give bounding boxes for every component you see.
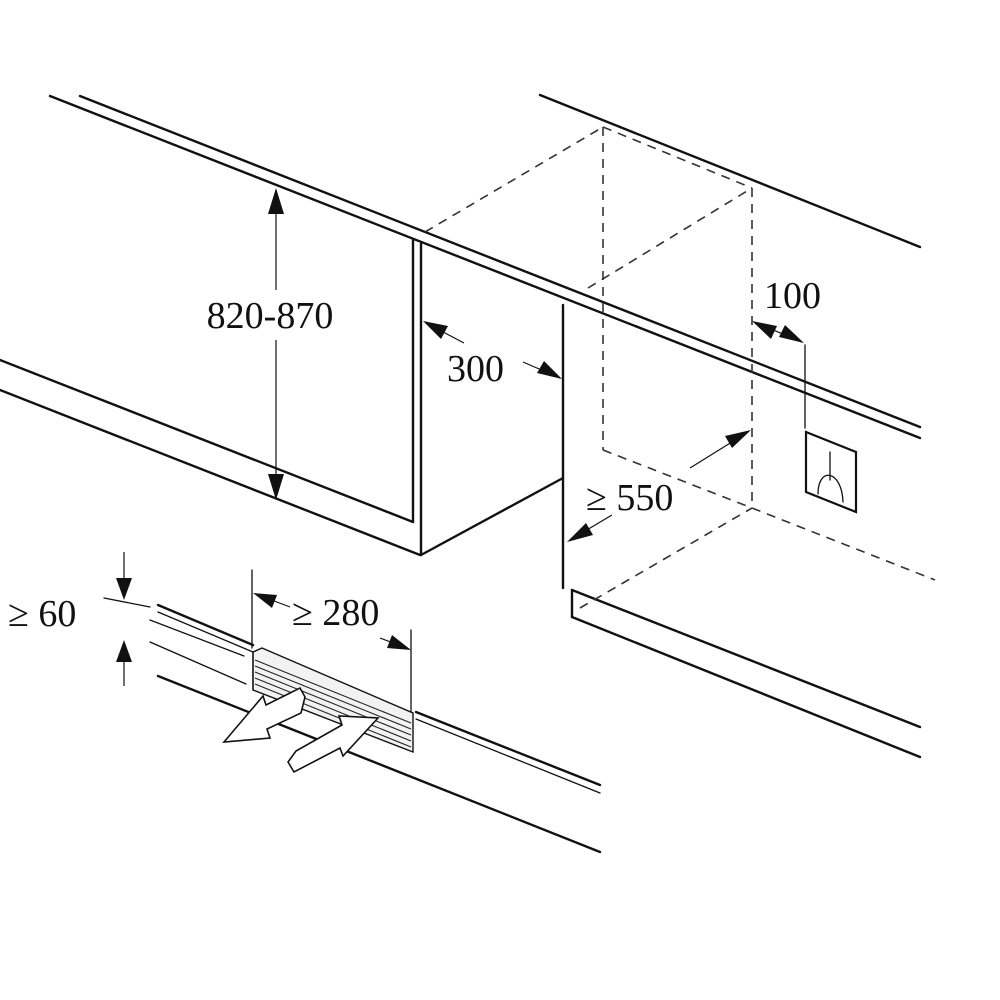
right-cabinet: [561, 303, 922, 759]
worktop: [48, 93, 922, 440]
height-dimension: 820-870: [195, 188, 345, 500]
depth-dimension: ≥ 550: [567, 430, 751, 542]
niche-outline: [424, 126, 936, 609]
vent-width-dimension: ≥ 280: [251, 569, 412, 713]
airflow-out-arrow-icon: [222, 686, 306, 743]
plinth-height-label: ≥ 60: [8, 593, 76, 635]
airflow-in-arrow-icon: [287, 715, 380, 774]
side-gap-label: 300: [447, 348, 504, 390]
plinth: [149, 603, 602, 854]
plinth-height-dimension: ≥ 60: [8, 552, 151, 686]
power-socket-icon: [804, 344, 858, 514]
ventilation-grille: [252, 647, 414, 754]
socket-offset-dimension: 100: [752, 275, 821, 343]
depth-label: ≥ 550: [586, 477, 673, 519]
left-cabinet: [0, 238, 565, 557]
height-label: 820-870: [207, 295, 334, 337]
socket-offset-label: 100: [764, 275, 821, 317]
side-gap-dimension: 300: [423, 321, 562, 390]
vent-width-label: ≥ 280: [292, 592, 379, 634]
